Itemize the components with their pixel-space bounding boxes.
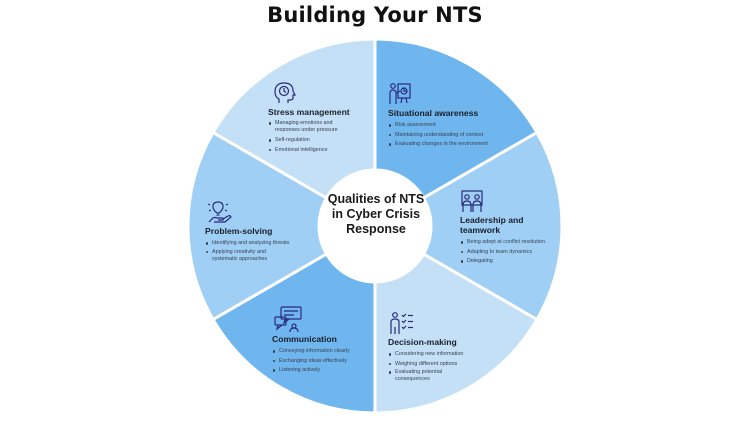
chat-bubbles-icon (274, 306, 350, 332)
list-item: Maintaining understanding of context (388, 131, 488, 141)
segment-list: Being adept at conflict resolution Adapt… (460, 238, 545, 267)
segment-situational-awareness: Situational awareness Risk assessment Ma… (388, 82, 488, 150)
list-item: Applying creativity and systematic appro… (205, 249, 288, 263)
center-circle (320, 171, 430, 281)
page-title: Building Your NTS (267, 3, 483, 27)
list-item: Emotional intelligence (268, 146, 353, 156)
segment-stress-management: Stress management Managing emotions and … (268, 81, 353, 155)
list-item: Managing emotions and responses under pr… (268, 120, 353, 134)
list-item: Delegating (460, 257, 545, 267)
checklist-person-icon (390, 311, 465, 335)
list-item: Exchanging ideas effectively (272, 357, 350, 367)
segment-heading-line-2: teamwork (460, 225, 501, 235)
segment-list: Considering new information Weighing dif… (388, 350, 465, 383)
list-item: Considering new information (388, 350, 465, 360)
team-leader-icon (460, 189, 545, 213)
list-item: Identifying and analyzing threats (205, 239, 289, 249)
segment-heading: Stress management (268, 107, 350, 117)
segment-problem-solving: Problem-solving Identifying and analyzin… (205, 200, 289, 265)
center-label: Qualities of NTS in Cyber Crisis Respons… (317, 168, 435, 260)
lightbulb-hand-icon (208, 200, 289, 224)
list-item: Self-regulation (268, 136, 353, 146)
segment-wedge-decision-making (373, 251, 539, 415)
segment-heading: Decision-making (388, 337, 457, 347)
center-label-line-2: in Cyber Crisis (331, 206, 421, 221)
segment-heading: Problem-solving (205, 226, 273, 236)
segment-list: Identifying and analyzing threats Applyi… (205, 239, 289, 263)
segment-leadership-teamwork: Leadership and teamwork Being adept at c… (460, 189, 545, 267)
list-item: Conveying information clearly (272, 347, 350, 357)
center-label-line-1: Qualities of NTS (327, 191, 425, 206)
head-clock-icon (273, 81, 353, 105)
list-item: Adapting to team dynamics (460, 248, 545, 258)
segment-communication: Communication Conveying information clea… (272, 306, 350, 376)
segment-wedge-communication (211, 251, 377, 415)
list-item: Being adept at conflict resolution (460, 238, 545, 248)
segment-decision-making: Decision-making Considering new informat… (388, 311, 465, 385)
list-item: Listening actively (272, 366, 350, 376)
segment-heading: Situational awareness (388, 108, 479, 118)
segment-list: Risk assessment Maintaining understandin… (388, 121, 488, 150)
list-item: Evaluating changes in the environment (388, 140, 488, 150)
list-item: Risk assessment (388, 121, 488, 131)
segment-list: Managing emotions and responses under pr… (268, 120, 353, 155)
segment-heading-line-1: Leadership and (460, 215, 524, 225)
center-label-line-3: Response (346, 221, 406, 236)
segment-list: Conveying information clearly Exchanging… (272, 347, 350, 376)
list-item: Evaluating potential consequences (388, 369, 465, 383)
segment-wedge-stress-management (211, 37, 377, 201)
presentation-board-icon (389, 82, 488, 106)
segment-wedge-situational-awareness (373, 37, 539, 201)
segment-heading: Communication (272, 334, 337, 344)
segment-heading: Leadership and teamwork (460, 215, 545, 235)
list-item: Weighing different options (388, 360, 465, 370)
